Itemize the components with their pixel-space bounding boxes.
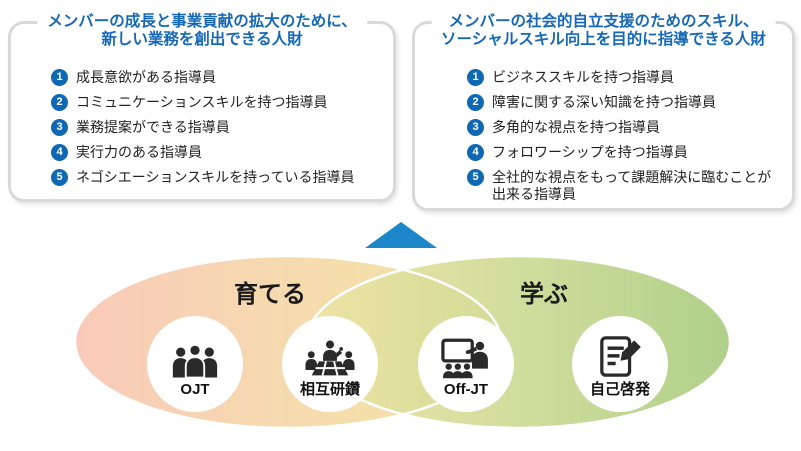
learn-label: 学ぶ: [520, 281, 568, 308]
self-study-icon: [597, 335, 643, 379]
number-badge: 2: [51, 94, 68, 111]
list-item: 1 成長意欲がある指導員: [51, 69, 383, 86]
number-badge: 4: [51, 144, 68, 161]
list-item: 2 障害に関する深い知識を持つ指導員: [467, 94, 782, 111]
learn-box-title-line2: ソーシャルスキル向上を目的に指導できる人財: [441, 31, 766, 48]
develop-label: 育てる: [234, 281, 306, 308]
number-badge: 5: [467, 169, 484, 186]
number-badge: 3: [467, 119, 484, 136]
list-item: 1 ビジネススキルを持つ指導員: [467, 69, 782, 86]
people-group-icon: [171, 335, 219, 379]
develop-talent-box: メンバーの成長と事業貢献の拡大のために、 新しい業務を創出できる人財 1 成長意…: [8, 13, 396, 202]
learn-box-list: 1 ビジネススキルを持つ指導員 2 障害に関する深い知識を持つ指導員 3 多角的…: [415, 24, 792, 203]
method-circle-offjt: Off-JT: [418, 316, 514, 412]
list-item-text: 全社的な視点をもって課題解決に臨むことが 出来る指導員: [492, 169, 772, 202]
list-item: 5 ネゴシエーションスキルを持っている指導員: [51, 169, 383, 186]
list-item-text: コミュニケーションスキルを持つ指導員: [76, 94, 328, 110]
presentation-icon: [441, 335, 491, 379]
list-item-text: ビジネススキルを持つ指導員: [492, 69, 674, 85]
develop-box-title: メンバーの成長と事業貢献の拡大のために、 新しい業務を創出できる人財: [37, 13, 367, 49]
method-circle-sougokensan: 相互研鑽: [282, 316, 378, 412]
list-item-text: フォロワーシップを持つ指導員: [492, 144, 688, 160]
develop-box-title-line1: メンバーの成長と事業貢献の拡大のために、: [47, 13, 357, 30]
list-item-text: 多角的な視点を持つ指導員: [492, 119, 660, 135]
list-item: 3 多角的な視点を持つ指導員: [467, 119, 782, 136]
method-label-ojt: OJT: [180, 380, 210, 398]
number-badge: 2: [467, 94, 484, 111]
list-item-text: 成長意欲がある指導員: [76, 69, 216, 85]
list-item-text: 障害に関する深い知識を持つ指導員: [492, 94, 716, 110]
list-item: 4 フォロワーシップを持つ指導員: [467, 144, 782, 161]
number-badge: 5: [51, 169, 68, 186]
method-label-jikokeihatsu: 自己啓発: [589, 380, 650, 398]
develop-box-title-line2: 新しい業務を創出できる人財: [101, 31, 303, 48]
number-badge: 1: [51, 69, 68, 86]
list-item: 4 実行力のある指導員: [51, 144, 383, 161]
up-arrow: [365, 222, 437, 248]
develop-box-list: 1 成長意欲がある指導員 2 コミュニケーションスキルを持つ指導員 3 業務提案…: [11, 24, 393, 186]
number-badge: 4: [467, 144, 484, 161]
list-item-text: ネゴシエーションスキルを持っている指導員: [76, 169, 355, 185]
method-circle-ojt: OJT: [147, 316, 243, 412]
learn-box-title-line1: メンバーの社会的自立支援のためのスキル、: [448, 13, 759, 30]
learn-box-title: メンバーの社会的自立支援のためのスキル、 ソーシャルスキル向上を目的に指導できる…: [431, 13, 776, 49]
list-item-text: 業務提案ができる指導員: [76, 119, 230, 135]
list-item-text: 実行力のある指導員: [76, 144, 202, 160]
method-circle-jikokeihatsu: 自己啓発: [572, 316, 668, 412]
method-label-sougokensan: 相互研鑽: [299, 380, 360, 398]
list-item: 2 コミュニケーションスキルを持つ指導員: [51, 94, 383, 111]
list-item: 5 全社的な視点をもって課題解決に臨むことが 出来る指導員: [467, 169, 782, 203]
learn-talent-box: メンバーの社会的自立支援のためのスキル、 ソーシャルスキル向上を目的に指導できる…: [412, 13, 795, 211]
method-label-offjt: Off-JT: [443, 380, 489, 398]
list-item: 3 業務提案ができる指導員: [51, 119, 383, 136]
number-badge: 3: [51, 119, 68, 136]
meeting-icon: [305, 335, 355, 379]
number-badge: 1: [467, 69, 484, 86]
